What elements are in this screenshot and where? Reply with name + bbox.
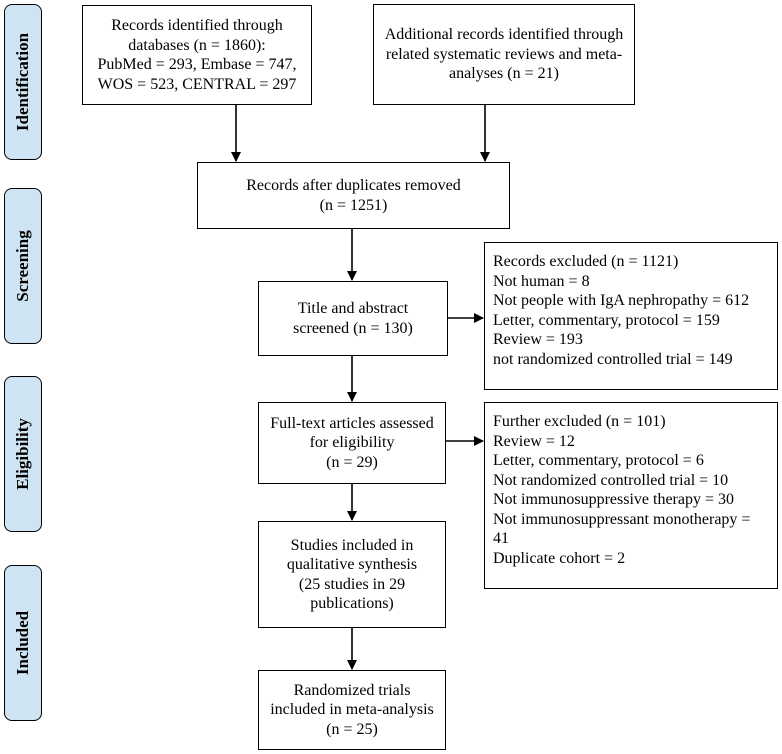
phase-eligibility: Eligibility: [4, 376, 42, 532]
phase-included: Included: [4, 565, 42, 721]
box-qualitative-synthesis: Studies included in qualitative synthesi…: [258, 521, 446, 628]
box-meta-analysis: Randomized trials included in meta-analy…: [258, 670, 446, 750]
phase-identification: Identification: [4, 4, 42, 160]
box-further-excluded: Further excluded (n = 101) Review = 12 L…: [484, 402, 778, 589]
box-duplicates-removed: Records after duplicates removed (n = 12…: [197, 162, 510, 229]
box-database-records: Records identified through databases (n …: [82, 5, 312, 105]
box-title-abstract-screened: Title and abstract screened (n = 130): [258, 281, 448, 356]
box-additional-records: Additional records identified through re…: [373, 4, 635, 105]
box-records-excluded: Records excluded (n = 1121) Not human = …: [484, 242, 778, 390]
phase-screening: Screening: [4, 188, 42, 344]
box-fulltext-assessed: Full-text articles assessed for eligibil…: [258, 402, 446, 484]
